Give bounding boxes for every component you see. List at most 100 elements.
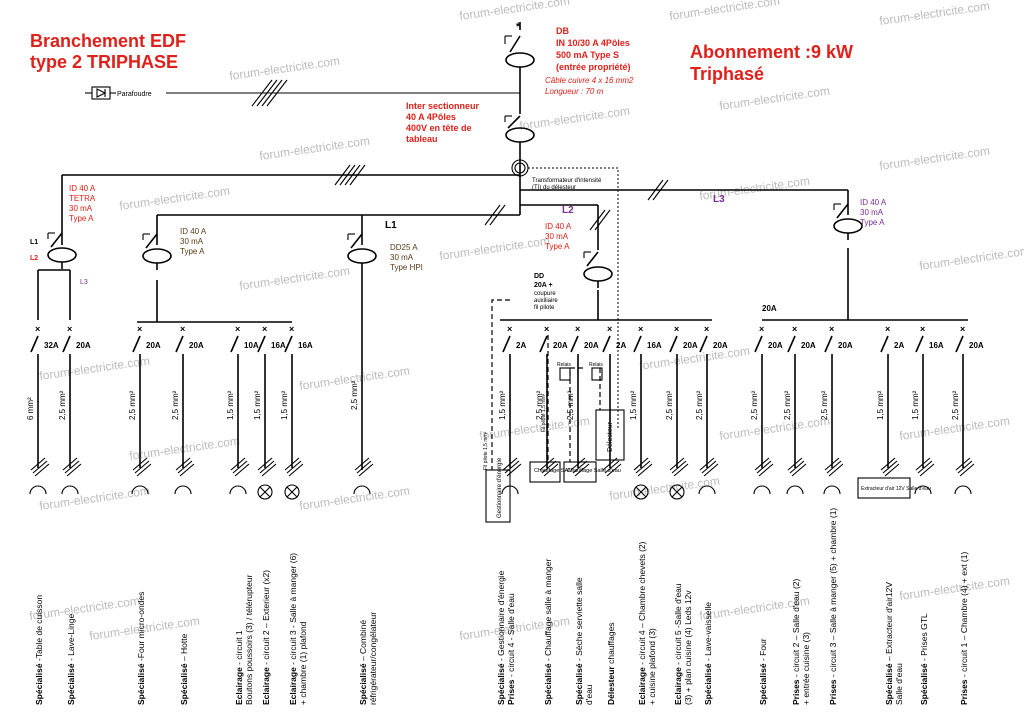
db-label: DB IN 10/30 A 4Pôles 500 mA Type S (entr…	[545, 26, 634, 96]
pilot-section: Fil pilote 1,5 mm² Fil pilote 1,5 mm² Ge…	[483, 299, 931, 523]
svg-text:×: ×	[235, 324, 240, 334]
svg-text:DD25 A: DD25 A	[390, 243, 418, 252]
chauffage-sam-box	[529, 461, 561, 483]
circuit-label-line2: Boutons poussoirs (3) / télérupteur	[244, 574, 254, 705]
cable-section: 2,5 mm²	[665, 390, 674, 420]
socket-icon	[786, 485, 804, 495]
circuit-label: Eclairage - circuit 5 -Salle d'eau	[673, 583, 683, 705]
svg-text:40 A 4Pôles: 40 A 4Pôles	[406, 112, 456, 122]
svg-text:Type A: Type A	[860, 218, 885, 227]
cable-section: 2,5 mm²	[695, 390, 704, 420]
circuit-label-line2: + entrée cuisine (3)	[801, 632, 811, 705]
svg-text:(TI) du délesteur: (TI) du délesteur	[532, 185, 576, 191]
svg-text:×: ×	[507, 324, 512, 334]
watermark-text: forum-electricite.com	[918, 244, 1024, 273]
id-l2-label: ID 40 A 30 mA Type A	[545, 222, 572, 251]
gestionnaire-box	[485, 469, 511, 523]
watermark-text: forum-electricite.com	[118, 184, 230, 213]
svg-text:Type A: Type A	[545, 242, 570, 251]
circuit-label: Prises - circuit 4 - Salle d'eau	[506, 593, 516, 705]
svg-text:×: ×	[674, 324, 679, 334]
circuit-label: Spécialisé -Four micro-ondes	[136, 592, 146, 705]
circuit-rating: 10A	[244, 341, 259, 350]
main-bus: L1 L2 L3	[61, 164, 849, 250]
cable-section: 2,5 mm²	[350, 380, 359, 410]
watermark-text: forum-electricite.com	[38, 484, 150, 513]
svg-text:ID 40 A: ID 40 A	[860, 198, 887, 207]
svg-text:Câble cuivre 4 x 16 mm2: Câble cuivre 4 x 16 mm2	[545, 76, 634, 85]
svg-text:400V en tête de: 400V en tête de	[406, 123, 472, 133]
socket-icon	[61, 485, 79, 495]
circuit-label: Spécialisé -Table de cuisson	[34, 595, 44, 705]
circuit-label: Spécialisé - Chauffage salle à manger	[543, 558, 553, 705]
lamp-icon	[633, 484, 649, 500]
watermark-text: forum-electricite.com	[668, 0, 780, 23]
svg-text:L2: L2	[30, 255, 38, 262]
watermark-text: forum-electricite.com	[898, 574, 1010, 603]
socket-icon	[823, 485, 841, 495]
circuit-rating: 2A	[516, 341, 526, 350]
circuit-rating: 20A	[683, 341, 698, 350]
id-l1-differential	[142, 233, 172, 270]
svg-text:Type HPI: Type HPI	[390, 263, 423, 272]
cable-section: 1,5 mm²	[280, 390, 289, 420]
svg-text:×: ×	[792, 324, 797, 334]
circuit-rating: 20A	[969, 341, 984, 350]
circuit-label: Spécialisé – Combiné	[358, 620, 368, 705]
svg-text:Inter sectionneur: Inter sectionneur	[406, 101, 480, 111]
cable-section: 2,5 mm²	[783, 390, 792, 420]
svg-text:×: ×	[289, 324, 294, 334]
circuit-label: Délesteur chauffages	[606, 622, 616, 705]
socket-icon	[698, 485, 716, 495]
dd25-label: DD25 A 30 mA Type HPI	[390, 243, 423, 272]
svg-text:tableau: tableau	[406, 134, 438, 144]
l3-group-rating: 20A	[762, 304, 777, 313]
svg-text:auxiliaire: auxiliaire	[534, 298, 558, 304]
circuit-label: Spécialisé – Extracteur d'air12V	[884, 582, 894, 705]
sub-buses	[137, 248, 968, 323]
svg-text:Gestionnaire d'énergie: Gestionnaire d'énergie	[497, 457, 503, 518]
lamp-icon	[669, 484, 685, 500]
circuit-label-line2: d'eau	[584, 684, 594, 705]
extracteur-box	[857, 477, 911, 499]
watermark-text: forum-electricite.com	[298, 484, 410, 513]
watermark-text: forum-electricite.com	[458, 0, 570, 23]
current-transformer: Transformateur d'intensité (TI) du déles…	[511, 159, 619, 428]
svg-text:coupure: coupure	[534, 291, 556, 297]
svg-text:Relais: Relais	[589, 362, 603, 368]
socket-icon	[229, 485, 247, 495]
svg-text:20A +: 20A +	[534, 282, 553, 289]
phase-l2: L2	[562, 205, 574, 216]
subscription-line2: Triphasé	[690, 64, 764, 84]
svg-text:IN 10/30 A 4Pôles: IN 10/30 A 4Pôles	[556, 38, 630, 48]
lamp-icon	[257, 484, 273, 500]
circuit-label-line2: Salle d'eau	[894, 663, 904, 705]
cable-section: 1,5 mm²	[629, 390, 638, 420]
svg-text:×: ×	[137, 324, 142, 334]
id-l1-label: ID 40 A 30 mA Type A	[180, 227, 207, 256]
circuit-rating: 16A	[271, 341, 286, 350]
svg-text:×: ×	[180, 324, 185, 334]
circuit-label: Spécialisé - Prises GTL	[919, 613, 929, 705]
watermark-text: forum-electricite.com	[718, 414, 830, 443]
cable-section: 6 mm²	[26, 397, 35, 420]
svg-text:Relais: Relais	[557, 362, 571, 368]
circuit-rating: 2A	[894, 341, 904, 350]
svg-text:×: ×	[67, 324, 72, 334]
svg-text:fil pilote: fil pilote	[534, 305, 555, 311]
svg-text:DB: DB	[556, 26, 569, 36]
circuit-rating: 20A	[801, 341, 816, 350]
circuit-label-line2: (3) + plan cuisine (4) Leds 12v	[683, 590, 693, 705]
circuit-rating: 20A	[146, 341, 161, 350]
circuit-label-line2: + cuisine plafond (3)	[647, 628, 657, 705]
circuit-rating: 32A	[44, 341, 59, 350]
relais-box-2	[591, 367, 603, 381]
cable-section: 1,5 mm²	[253, 390, 262, 420]
